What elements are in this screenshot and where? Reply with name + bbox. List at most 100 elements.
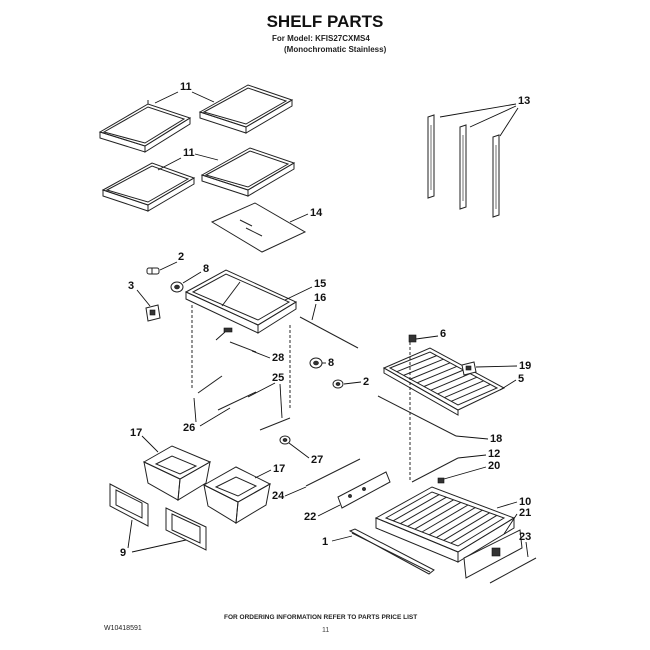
callout-24: 24 bbox=[272, 490, 285, 502]
callout-28: 28 bbox=[272, 352, 284, 364]
crisper-drawer-17-right bbox=[202, 466, 272, 524]
leader-28 bbox=[251, 350, 271, 359]
shelf-wire bbox=[396, 355, 437, 373]
shelf-11-mid-right bbox=[200, 147, 296, 197]
leader-27 bbox=[288, 442, 310, 459]
freezer-basket-10 bbox=[374, 486, 516, 563]
document-code: W10418591 bbox=[104, 625, 142, 632]
leader-11-lower-b bbox=[194, 153, 219, 161]
shelf-wire bbox=[407, 499, 454, 527]
screw-2-left bbox=[146, 267, 160, 275]
leader-18 bbox=[455, 435, 489, 440]
shelf-wire bbox=[392, 494, 440, 522]
leader-14 bbox=[289, 213, 309, 223]
finish-line: (Monochromatic Stainless) bbox=[284, 45, 387, 54]
clip-7 bbox=[223, 327, 233, 333]
callout-2-right: 2 bbox=[363, 376, 369, 388]
shelf-wire bbox=[436, 509, 483, 539]
leader-11-lower-a bbox=[157, 157, 182, 171]
clip-20 bbox=[437, 477, 445, 484]
roller-8-right bbox=[309, 357, 323, 369]
leader-20 bbox=[443, 466, 487, 480]
page-number: 11 bbox=[322, 627, 330, 634]
shelf-rail-13-middle bbox=[459, 124, 467, 210]
leader-26-a bbox=[199, 407, 231, 427]
leader-11-upper-a bbox=[154, 91, 179, 104]
leader-7 bbox=[215, 331, 226, 341]
leader-24 bbox=[284, 486, 307, 497]
callout-11-upper: 11 bbox=[180, 81, 192, 93]
rail-12 bbox=[411, 457, 459, 483]
shelf-rail-13-left bbox=[427, 114, 435, 199]
handle-1 bbox=[348, 528, 435, 575]
callout-20: 20 bbox=[488, 460, 500, 472]
callout-25: 25 bbox=[272, 372, 284, 384]
leader-5 bbox=[499, 379, 517, 391]
leader-21 bbox=[503, 513, 518, 535]
bracket-3 bbox=[145, 304, 161, 322]
callout-17-right: 17 bbox=[273, 463, 285, 475]
callout-3: 3 bbox=[128, 280, 134, 292]
slide-26-left bbox=[197, 375, 223, 394]
shelf-wire bbox=[417, 365, 457, 384]
page-title: SHELF PARTS bbox=[266, 12, 384, 31]
leader-9-b bbox=[131, 539, 187, 553]
leader-23 bbox=[525, 541, 529, 558]
shelf-wire bbox=[421, 504, 469, 533]
shelf-wire bbox=[450, 514, 498, 544]
glass-panel-14 bbox=[210, 202, 307, 253]
callout-17-left: 17 bbox=[130, 427, 142, 439]
crisper-drawer-17-left bbox=[142, 445, 212, 501]
shelf-wire bbox=[400, 496, 447, 525]
callout-5: 5 bbox=[518, 373, 524, 385]
callout-9: 9 bbox=[120, 547, 126, 559]
shelf-wire bbox=[414, 501, 462, 530]
callout-13: 13 bbox=[518, 95, 530, 107]
shelf-wire bbox=[451, 383, 491, 402]
screw-2-right bbox=[332, 379, 344, 389]
callout-27: 27 bbox=[311, 454, 323, 466]
callout-10: 10 bbox=[519, 496, 531, 508]
shelf-wire bbox=[444, 380, 484, 399]
slide-28 bbox=[229, 341, 257, 353]
leader-13-c bbox=[499, 107, 519, 137]
callout-16: 16 bbox=[314, 292, 326, 304]
leader-25-a bbox=[247, 382, 276, 398]
leader-16 bbox=[311, 303, 317, 321]
roller-8-left bbox=[170, 281, 184, 293]
leader-13-b bbox=[469, 105, 517, 128]
leader-17-right bbox=[254, 469, 272, 479]
callout-18: 18 bbox=[490, 433, 502, 445]
leader-11-upper-b bbox=[191, 91, 215, 103]
leader-19 bbox=[475, 365, 518, 368]
callout-19: 19 bbox=[519, 360, 531, 372]
callout-22: 22 bbox=[304, 511, 316, 523]
crisper-cover-frame-15 bbox=[184, 269, 298, 334]
slide-25-lower bbox=[259, 417, 291, 431]
leader-12 bbox=[457, 454, 487, 459]
rail-cover-22 bbox=[337, 471, 391, 509]
leader-26-b bbox=[193, 397, 197, 423]
callout-21: 21 bbox=[519, 507, 531, 519]
roller-27 bbox=[279, 435, 291, 445]
shelf-wire bbox=[423, 369, 464, 387]
shelf-wire bbox=[437, 376, 478, 395]
callout-14: 14 bbox=[310, 207, 323, 219]
shelf-wire bbox=[443, 512, 490, 541]
leader-25-b bbox=[279, 383, 283, 419]
leader-10 bbox=[496, 501, 518, 509]
shelf-wire bbox=[410, 362, 451, 380]
wire-shelf-5 bbox=[382, 347, 506, 416]
basket-front-21 bbox=[463, 529, 523, 579]
shelf-wire bbox=[428, 507, 476, 536]
rod-16 bbox=[299, 316, 359, 349]
callout-15: 15 bbox=[314, 278, 326, 290]
callout-2-left: 2 bbox=[178, 251, 184, 263]
callout-1: 1 bbox=[322, 536, 328, 548]
shelf-rail-13-right bbox=[492, 134, 500, 218]
rail-24 bbox=[305, 458, 361, 487]
trim-frame-9-right bbox=[165, 507, 207, 551]
shelf-wire bbox=[430, 373, 471, 391]
